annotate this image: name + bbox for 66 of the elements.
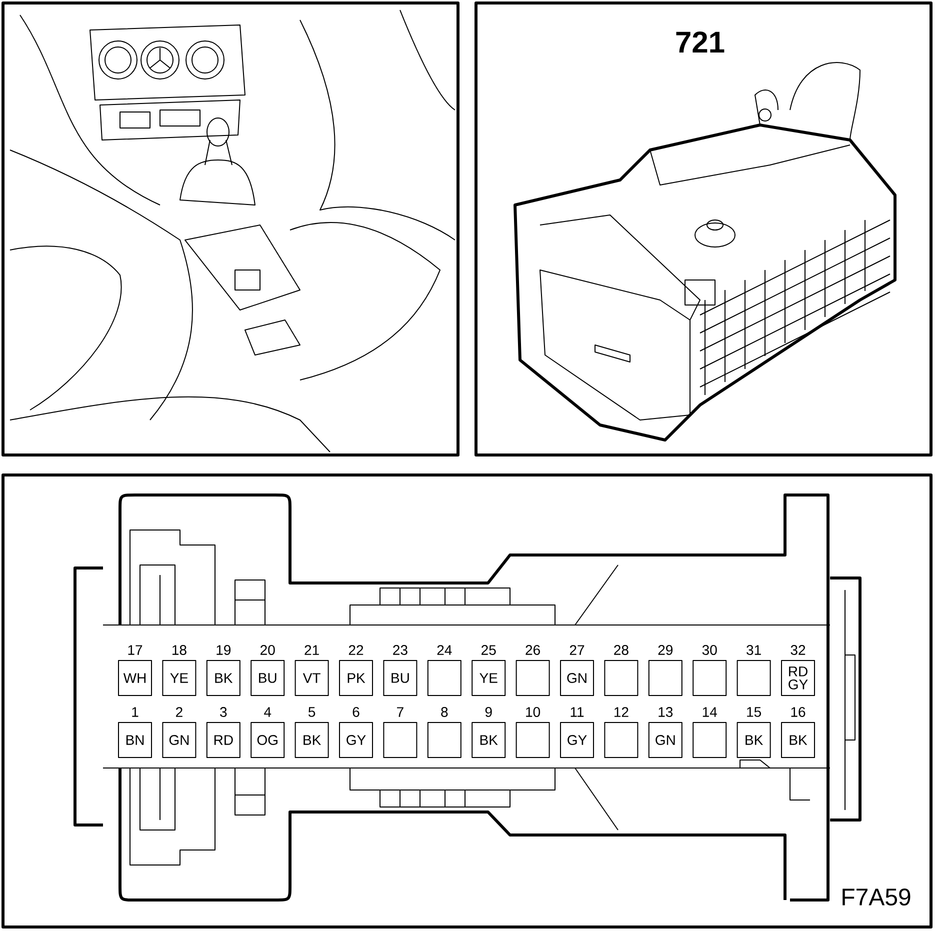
- cavity-box: PK: [339, 660, 373, 696]
- cavity-box: GN: [648, 722, 682, 758]
- cavity-box: [604, 722, 638, 758]
- pin-number: 9: [485, 707, 492, 717]
- cavity-box: [427, 722, 462, 758]
- cavity-box: GN: [162, 722, 196, 758]
- pin-number: 6: [352, 707, 360, 717]
- cavity-box: GY: [339, 722, 373, 758]
- pin-number: 20: [260, 645, 275, 655]
- pin-number: 26: [526, 645, 540, 655]
- pin-number: 21: [304, 645, 319, 655]
- cavity-box: [427, 660, 462, 696]
- pin-number: 25: [482, 645, 496, 655]
- cavity-box: BK: [736, 722, 771, 758]
- cavity-box: VT: [294, 660, 329, 696]
- cavity-box: [516, 660, 550, 696]
- cavity-box: BK: [781, 722, 816, 758]
- cavity-box: BU: [383, 660, 418, 696]
- pin-number: 28: [614, 645, 628, 655]
- pin-number: 13: [658, 707, 673, 717]
- pin-number: 32: [790, 645, 806, 655]
- cavity-box: BU: [250, 660, 285, 696]
- cavity-box: GY: [560, 722, 594, 758]
- pin-number: 10: [526, 707, 540, 717]
- cavity-box: [516, 722, 550, 758]
- pin-number: 11: [570, 707, 584, 717]
- cavity-box: [604, 660, 638, 696]
- cavity-box: [692, 660, 727, 696]
- cavity-box: BK: [294, 722, 329, 758]
- cavity-box: [648, 660, 682, 696]
- pin-number: 22: [348, 645, 364, 655]
- pin-number: 24: [437, 645, 452, 655]
- pin-number: 4: [264, 707, 272, 717]
- cavity-box: YE: [472, 660, 506, 696]
- cavity-box: RD: [206, 722, 240, 758]
- pin-number: 31: [746, 645, 761, 655]
- pin-number: 16: [791, 707, 806, 717]
- pin-number: 14: [702, 707, 717, 717]
- cavity-box: [692, 722, 727, 758]
- pin-number: 17: [128, 645, 142, 655]
- pin-number: 2: [176, 707, 182, 717]
- cavity-box: BK: [206, 660, 240, 696]
- pin-number: 1: [132, 707, 138, 717]
- pin-number: 3: [220, 707, 227, 717]
- figure-code: F7A59: [842, 888, 910, 906]
- pin-number: 8: [441, 707, 448, 717]
- cavity-box: BN: [118, 722, 152, 758]
- part-number: 721: [676, 32, 724, 52]
- pin-number: 15: [747, 707, 761, 717]
- pin-number: 23: [393, 645, 408, 655]
- cavity-box: WH: [118, 660, 152, 696]
- cavity-box: OG: [250, 722, 285, 758]
- cavity-box: BK: [472, 722, 506, 758]
- cavity-box: [383, 722, 418, 758]
- cavity-box: [736, 660, 771, 696]
- pin-number: 27: [570, 645, 584, 655]
- pin-number: 12: [614, 707, 628, 717]
- cavity-box: GN: [560, 660, 594, 696]
- pin-number: 30: [702, 645, 717, 655]
- pin-number: 7: [397, 707, 404, 717]
- pin-number: 5: [308, 707, 316, 717]
- pin-number: 18: [172, 645, 186, 655]
- cavity-box: YE: [162, 660, 196, 696]
- cavity-box: RD GY: [781, 660, 816, 696]
- pin-number: 19: [216, 645, 231, 655]
- pin-number: 29: [658, 645, 673, 655]
